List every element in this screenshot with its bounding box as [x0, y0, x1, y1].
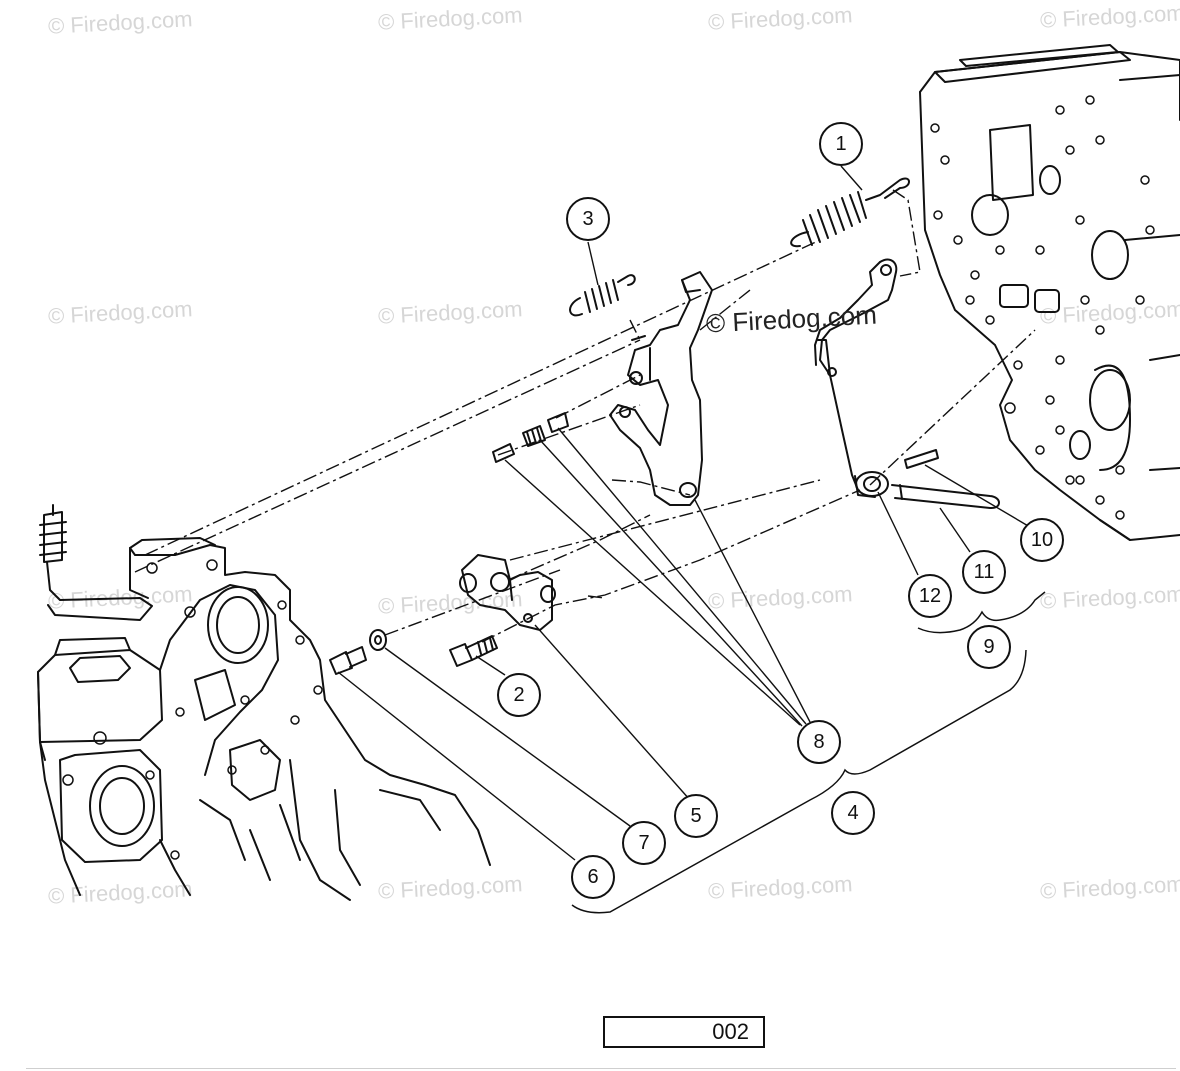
- spring-item-3: [569, 274, 636, 317]
- bottom-rule: [26, 1068, 1176, 1069]
- pin-item-10: [904, 449, 939, 469]
- gear-case-left: [37, 537, 491, 901]
- bracket-item-5: [459, 554, 556, 631]
- callout-4: 4: [831, 791, 875, 835]
- callout-2: 2: [497, 673, 541, 717]
- engine-block-right: [919, 44, 1180, 541]
- callout-8: 8: [797, 720, 841, 764]
- callout-7: 7: [622, 821, 666, 865]
- bolt-item-6: [329, 646, 367, 675]
- bolt-item-2: [449, 635, 498, 667]
- control-lever-right: [814, 258, 898, 498]
- callout-12: 12: [908, 574, 952, 618]
- washer-item-7: [369, 629, 387, 651]
- spring-item-1: [790, 177, 910, 248]
- callout-5: 5: [674, 794, 718, 838]
- pin-item-11: [891, 484, 1000, 510]
- governor-shaft-part: [39, 504, 153, 621]
- callout-9: 9: [967, 625, 1011, 669]
- plug-springs-item-8: [492, 412, 569, 463]
- callout-10: 10: [1020, 518, 1064, 562]
- callout-11: 11: [962, 550, 1006, 594]
- governor-lever: [609, 271, 713, 506]
- figure-number-box: 002: [603, 1016, 765, 1048]
- callout-6: 6: [571, 855, 615, 899]
- callout-1: 1: [819, 122, 863, 166]
- callout-3: 3: [566, 197, 610, 241]
